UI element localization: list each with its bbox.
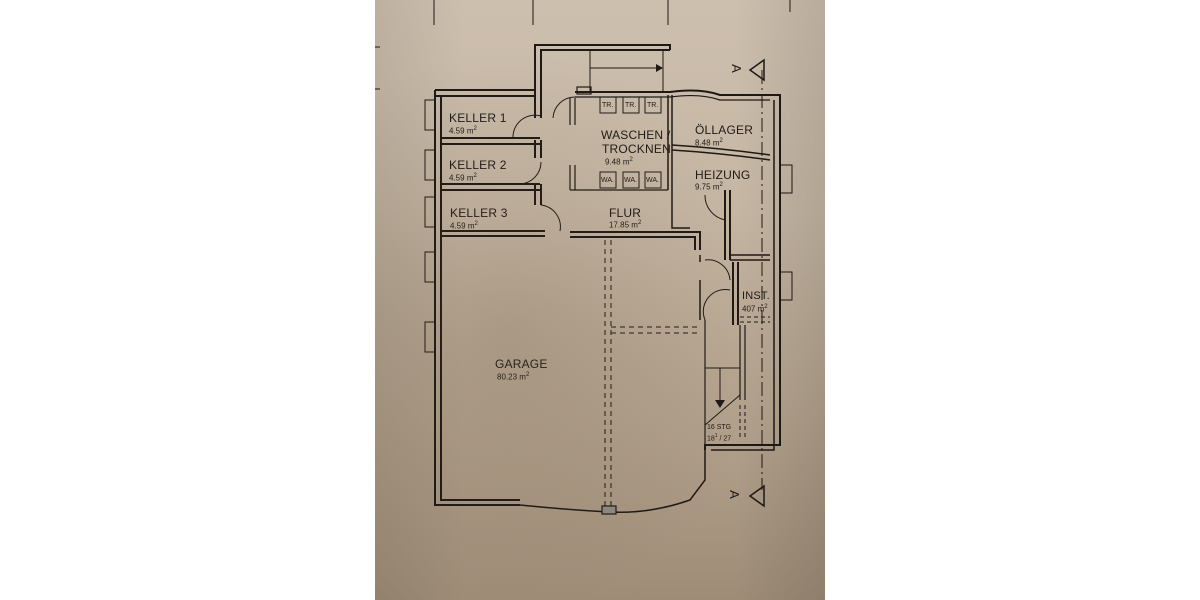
room-area: 9.48 m2: [605, 157, 633, 167]
room-area: 17.85 m2: [609, 220, 642, 230]
room-area: 8.48 m2: [695, 138, 723, 148]
room-name: KELLER 1: [449, 111, 507, 125]
section-marker-bottom: A: [726, 490, 742, 499]
room-area: 407 m2: [742, 304, 768, 314]
room-area: 4.59 m2: [450, 221, 478, 231]
room-name: FLUR: [609, 206, 642, 220]
room-name: KELLER 2: [449, 158, 507, 172]
room-name: ÖLLAGER: [695, 123, 754, 137]
room-name: GARAGE: [495, 357, 548, 371]
room-name-line2: TROCKNEN: [602, 142, 671, 156]
room-name: HEIZUNG: [695, 168, 751, 182]
washer-label: WA.: [601, 177, 614, 184]
washer-label: WA.: [646, 177, 659, 184]
dryer-label: TR.: [625, 102, 637, 109]
floor-plan-drawing: [375, 0, 793, 515]
room-area: 80.23 m2: [497, 372, 530, 382]
dryer-label: TR.: [602, 102, 614, 109]
room-name: INST.: [742, 290, 770, 302]
room-area: 4.59 m2: [449, 173, 477, 183]
room-name-line1: WASCHEN /: [601, 128, 671, 142]
stairs-count: 16 STG: [707, 424, 732, 431]
floor-plan-photo: A A KELLER 1 4.59 m2 KELLER 2 4.59 m2 KE…: [375, 0, 825, 600]
room-area: 9.75 m2: [695, 182, 723, 192]
washer-label: WA.: [624, 177, 637, 184]
room-area: 4.59 m2: [449, 126, 477, 136]
stairs-dimension: 181 / 27: [707, 433, 732, 443]
section-marker-top: A: [728, 64, 744, 73]
room-name: KELLER 3: [450, 206, 508, 220]
dryer-label: TR.: [647, 102, 659, 109]
